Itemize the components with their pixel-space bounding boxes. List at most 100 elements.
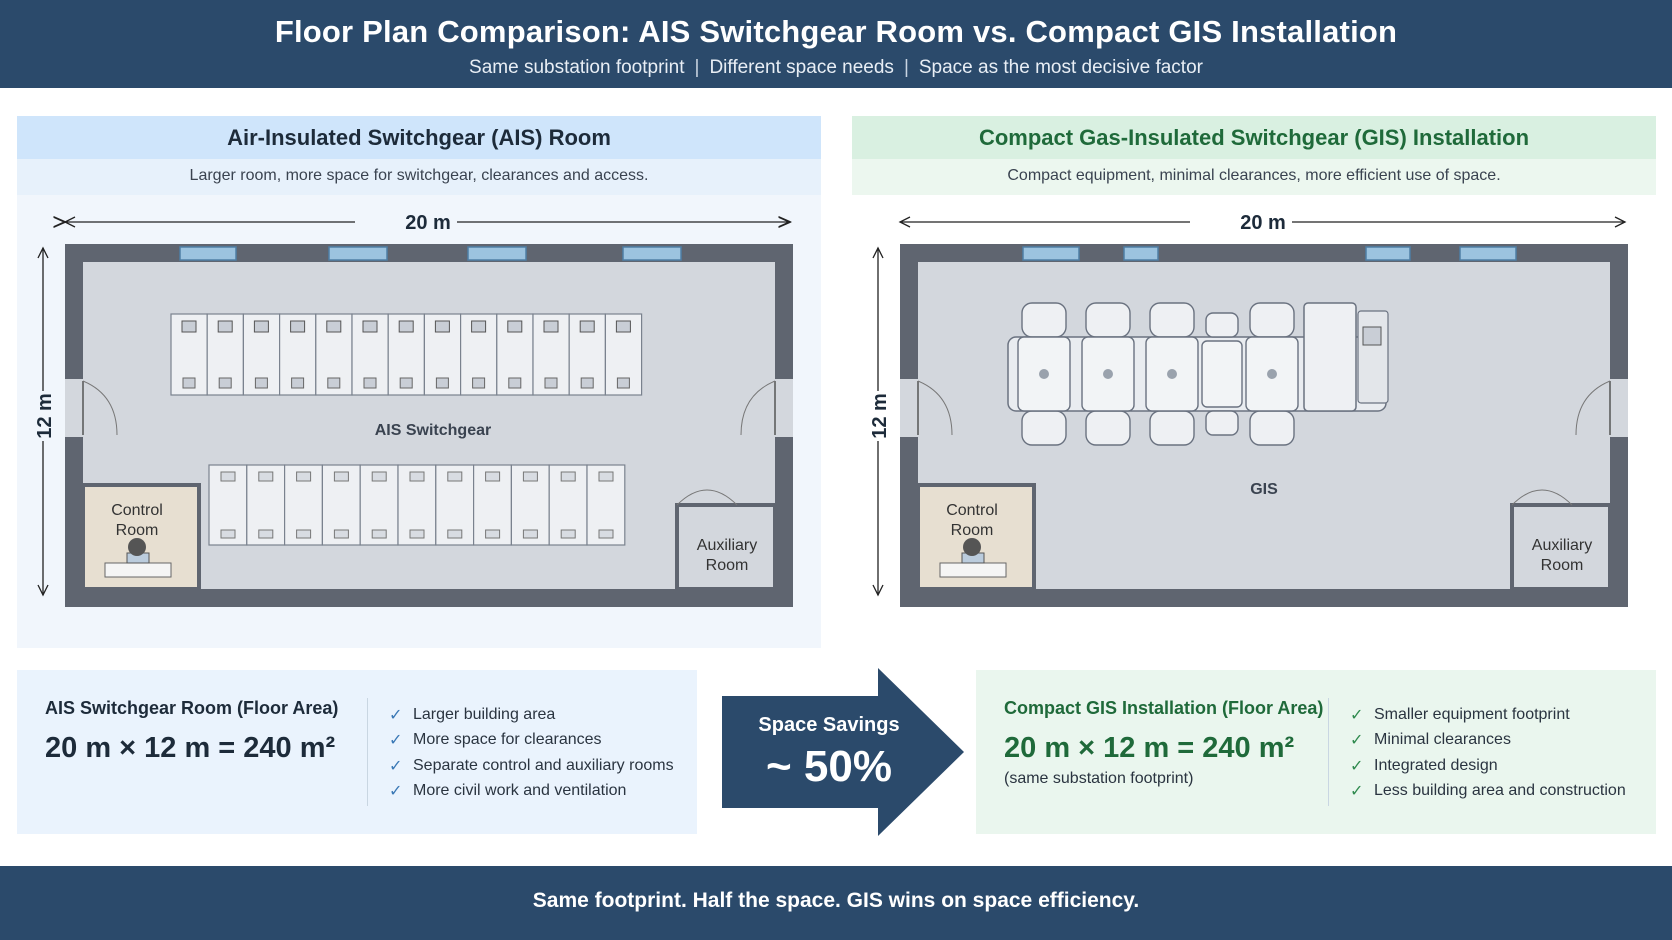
switchgear-cubicle	[246, 464, 286, 546]
subtitle-separator: |	[903, 57, 909, 78]
control-room-label-2: Room	[116, 522, 159, 539]
switchgear-cubicle	[510, 464, 550, 546]
subtitle-part-3: Space as the most decisive factor	[918, 57, 1203, 78]
switchgear-cubicle	[604, 313, 643, 396]
switchgear-cubicle	[532, 313, 570, 396]
gis-card-title: Compact GIS Installation (Floor Area)	[1004, 698, 1324, 718]
gis-panel-title: Compact Gas-Insulated Switchgear (GIS) I…	[852, 116, 1656, 159]
ais-area-card: AIS Switchgear Room (Floor Area) 20 m × …	[17, 670, 697, 834]
switchgear-cubicle	[397, 464, 437, 546]
switchgear-cubicle	[387, 313, 426, 396]
gis-bay	[1017, 302, 1071, 446]
switchgear-cubicle	[423, 313, 462, 396]
check-icon: ✓	[389, 732, 403, 750]
gis-bay	[1201, 312, 1243, 436]
arrow-right-icon	[722, 668, 964, 836]
switchgear-cubicle	[208, 464, 248, 546]
switchgear-cubicle	[435, 464, 475, 546]
gis-bay	[1245, 302, 1299, 446]
space-savings-arrow: Space Savings ~ 50%	[722, 668, 964, 836]
gis-equipment	[1007, 302, 1389, 446]
auxiliary-room-label-2: Room	[1541, 557, 1584, 574]
switchgear-cubicle	[206, 313, 244, 396]
height-dimension: 12 m	[867, 246, 891, 597]
switchgear-cubicle	[473, 464, 513, 546]
list-item: ✓Integrated design	[1350, 756, 1498, 775]
switchgear-cubicle	[496, 313, 534, 396]
ais-card-title: AIS Switchgear Room (Floor Area)	[45, 698, 339, 718]
switchgear-cubicle	[315, 313, 353, 396]
door-right	[740, 379, 793, 437]
switchgear-cubicle	[460, 313, 498, 396]
gis-equipment-label: GIS	[1250, 481, 1278, 498]
auxiliary-room-label-1: Auxiliary	[1532, 537, 1592, 554]
space-savings-label: Space Savings	[758, 714, 900, 736]
ais-switchgear-row-1	[170, 313, 643, 396]
width-dimension: 20 m	[898, 212, 1627, 234]
gis-area-formula: 20 m × 12 m = 240 m²	[1004, 732, 1295, 764]
page-subtitle: Same substation footprint | Different spac…	[0, 57, 1672, 79]
subtitle-separator: |	[694, 57, 700, 78]
ais-panel-title: Air-Insulated Switchgear (AIS) Room	[17, 116, 821, 159]
width-dimension-label: 20 m	[405, 212, 451, 234]
list-item: ✓Larger building area	[389, 705, 556, 724]
switchgear-cubicle	[284, 464, 324, 546]
gis-area-card: Compact GIS Installation (Floor Area) 20…	[976, 670, 1656, 834]
gis-panel: Compact Gas-Insulated Switchgear (GIS) I…	[852, 116, 1656, 648]
check-icon: ✓	[389, 783, 403, 801]
ais-switchgear-row-2	[208, 464, 626, 546]
width-dimension: 20 m	[65, 212, 790, 234]
ais-panel: Air-Insulated Switchgear (AIS) Room Larg…	[17, 116, 821, 648]
gis-panel-description: Compact equipment, minimal clearances, m…	[852, 159, 1656, 195]
switchgear-cubicle	[321, 464, 361, 546]
card-divider	[367, 698, 368, 806]
card-divider	[1328, 698, 1329, 806]
gis-bay	[1145, 302, 1199, 446]
auxiliary-room-label-1: Auxiliary	[697, 537, 757, 554]
gis-floor-plan: 20 m 12 m Control	[867, 212, 1628, 607]
footer-banner: Same footprint. Half the space. GIS wins…	[0, 866, 1672, 940]
subtitle-part-2: Different space needs	[709, 57, 894, 78]
control-room-label-2: Room	[951, 522, 994, 539]
gis-bay	[1081, 302, 1135, 446]
check-icon: ✓	[1350, 706, 1364, 724]
switchgear-cubicle	[242, 313, 281, 396]
control-room: Control Room	[81, 483, 201, 591]
door-left	[65, 379, 118, 437]
windows	[1022, 246, 1517, 261]
ais-area-formula: 20 m × 12 m = 240 m²	[45, 732, 336, 764]
ais-panel-description: Larger room, more space for switchgear, …	[17, 159, 821, 195]
space-savings-value: ~ 50%	[766, 742, 892, 791]
page-title: Floor Plan Comparison: AIS Switchgear Ro…	[274, 14, 1398, 49]
height-dimension: 12 m	[32, 246, 56, 597]
list-item: ✓More civil work and ventilation	[389, 782, 627, 801]
switchgear-cubicle	[568, 313, 607, 396]
switchgear-cubicle	[170, 313, 208, 396]
check-icon: ✓	[1350, 783, 1364, 801]
door-left	[900, 379, 953, 437]
gis-area-note: (same substation footprint)	[1004, 770, 1194, 787]
gis-bullet-list: ✓Smaller equipment footprint ✓Minimal cl…	[1350, 702, 1626, 804]
width-dimension-label: 20 m	[1240, 212, 1286, 234]
list-item: ✓Smaller equipment footprint	[1350, 705, 1570, 724]
list-item: ✓Minimal clearances	[1350, 731, 1511, 750]
check-icon: ✓	[389, 706, 403, 724]
switchgear-cubicle	[351, 313, 389, 396]
ais-floor-plan: 20 m 12 m	[32, 212, 793, 607]
subtitle-part-1: Same substation footprint	[469, 57, 685, 78]
windows	[179, 246, 682, 261]
list-item: ✓More space for clearances	[389, 731, 602, 750]
check-icon: ✓	[389, 757, 403, 775]
control-room-label-1: Control	[111, 502, 163, 519]
switchgear-cubicle	[279, 313, 317, 396]
ais-equipment-label: AIS Switchgear	[375, 422, 491, 439]
list-item: ✓Separate control and auxiliary rooms	[389, 756, 674, 775]
height-dimension-label: 12 m	[869, 393, 891, 439]
control-room: Control Room	[916, 483, 1036, 591]
height-dimension-label: 12 m	[34, 393, 56, 439]
page-header: Floor Plan Comparison: AIS Switchgear Ro…	[0, 0, 1672, 88]
auxiliary-room: Auxiliary Room	[1510, 489, 1612, 591]
ais-bullet-list: ✓Larger building area ✓More space for cl…	[389, 702, 674, 804]
check-icon: ✓	[1350, 757, 1364, 775]
switchgear-cubicle	[586, 464, 626, 546]
